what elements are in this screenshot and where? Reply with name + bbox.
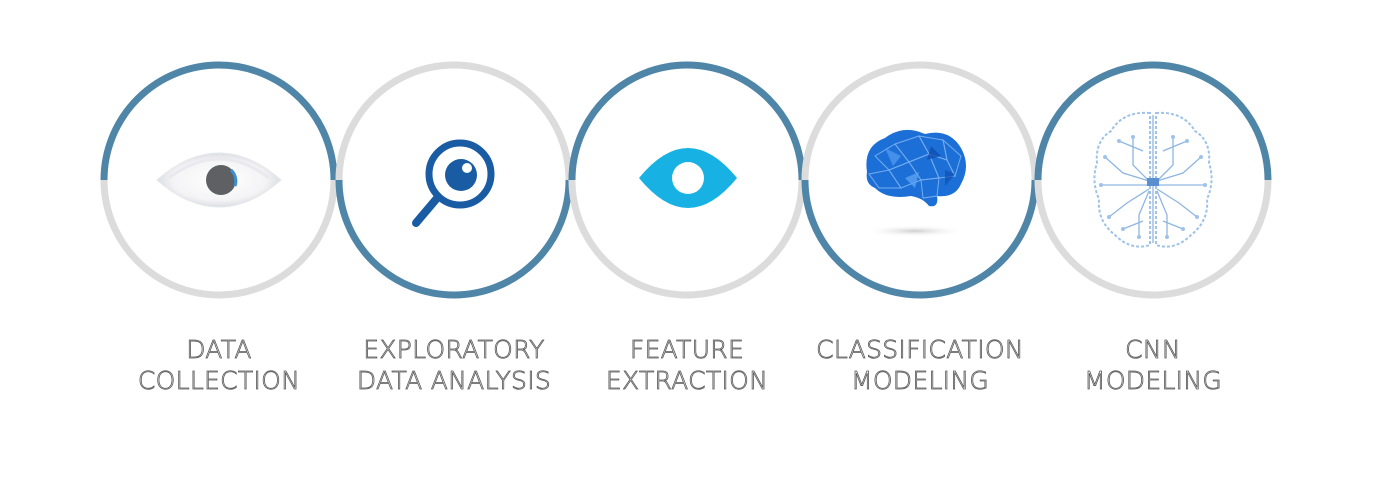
ring-accent-arc xyxy=(801,179,1039,299)
polygon-brain-icon xyxy=(863,129,967,237)
ring-gray-arc xyxy=(801,61,1039,181)
step-label-line-1: EXPLORATORY xyxy=(363,335,545,365)
step-label-line-2: DATA ANALYSIS xyxy=(356,366,552,396)
step-label-line-1: CLASSIFICATION xyxy=(816,335,1024,365)
step-ring-exploratory-data-analysis xyxy=(335,61,573,299)
ring-gray-arc xyxy=(568,179,806,299)
step-ring-classification-modeling xyxy=(801,61,1039,299)
step-label-line-2: COLLECTION xyxy=(137,366,301,396)
step-label-cnn-modeling: CNN MODELING xyxy=(1023,334,1283,396)
step-ring-cnn-modeling xyxy=(1034,61,1272,299)
eye-realistic-icon xyxy=(156,152,282,208)
step-label-line-2: MODELING xyxy=(1083,366,1223,396)
step-ring-feature-extraction xyxy=(568,61,806,299)
ring-accent-arc xyxy=(100,61,338,181)
step-label-line-1: CNN xyxy=(1125,335,1181,365)
step-label-line-1: FEATURE xyxy=(629,335,745,365)
ring-accent-arc xyxy=(568,61,806,181)
eye-cyan-icon xyxy=(639,148,737,208)
ring-gray-arc xyxy=(1034,179,1272,299)
ring-gray-arc xyxy=(335,61,573,181)
circuit-brain-icon xyxy=(1093,111,1213,248)
step-label-feature-extraction: FEATURE EXTRACTION xyxy=(557,334,817,396)
ring-gray-arc xyxy=(100,179,338,299)
ring-accent-arc xyxy=(1034,61,1272,181)
ring-accent-arc xyxy=(335,179,573,299)
magnifier-eye-icon xyxy=(412,139,495,227)
step-label-exploratory-data-analysis: EXPLORATORY DATA ANALYSIS xyxy=(324,334,584,396)
step-label-line-2: MODELING xyxy=(850,366,990,396)
step-label-classification-modeling: CLASSIFICATION MODELING xyxy=(790,334,1050,396)
step-ring-data-collection xyxy=(100,61,338,299)
step-label-line-2: EXTRACTION xyxy=(605,366,769,396)
step-label-line-1: DATA xyxy=(186,335,252,365)
step-label-data-collection: DATA COLLECTION xyxy=(89,334,349,396)
